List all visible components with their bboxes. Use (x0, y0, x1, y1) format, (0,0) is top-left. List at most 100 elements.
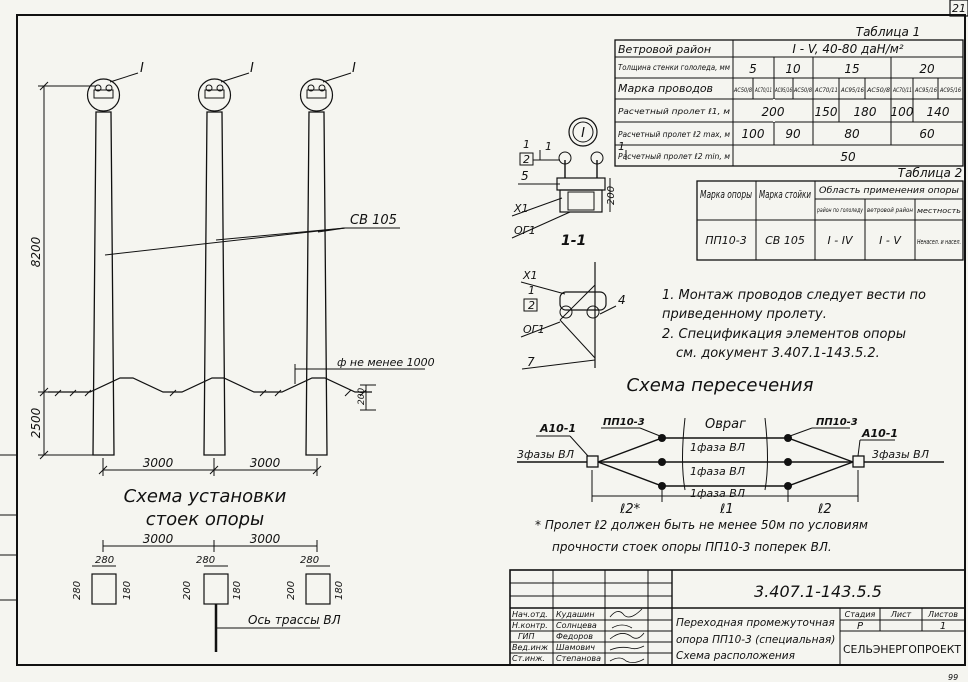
footnote-line-1: * Пролет ℓ2 должен быть не менее 50м по … (535, 518, 868, 532)
detail-mark-og1: ОГ1 (514, 224, 536, 237)
plan-span-1: 3000 (143, 532, 174, 546)
t1-row4-label: Расчетный пролет ℓ1, м (618, 107, 730, 116)
t1-row6-label: Расчетный пролет ℓ2 min, м (618, 152, 730, 161)
t2-wind-range: I - V (879, 234, 902, 247)
t1-span1-100: 100 (891, 105, 914, 119)
t1-ice-15: 15 (844, 62, 859, 76)
section-mark-x1: Х1 (522, 269, 538, 282)
plan-dim-280-c: 280 (300, 555, 319, 566)
right-pole-2 (784, 458, 792, 466)
note-2a: 2. Спецификация элементов опоры (662, 327, 906, 342)
section-mark-2: 2 (528, 299, 535, 312)
t1-wire-1: АС50/8 (733, 87, 752, 94)
pole-2 (197, 72, 250, 456)
t1-wire-6: АС95/16 (840, 87, 864, 94)
t1-row3-label: Марка проводов (618, 82, 713, 95)
t2-sub-area: местность (917, 207, 961, 215)
t1-wire-9: АС95/16 (914, 87, 937, 94)
t1-row2-label: Толщина стенки гололеда, мм (618, 63, 730, 72)
name-2: Солнцева (556, 621, 597, 630)
span-l2: ℓ2 (817, 502, 832, 517)
table-2: Таблица 2 Марка опоры Марка стойки Облас… (696, 166, 964, 261)
role-3: ГИП (518, 632, 534, 641)
sheet-number-box (949, 0, 968, 17)
route-axis-label: Ось трассы ВЛ (248, 613, 341, 627)
sheet-number: 21 (952, 2, 966, 15)
detail-mark-2: 2 (523, 153, 530, 166)
section-mark-4: 4 (618, 293, 626, 307)
ground-line (48, 377, 372, 393)
plan-dim-200-b: 200 (182, 581, 193, 600)
t1-ice-10: 10 (785, 62, 801, 76)
t1-wire-7: АС50/8 (866, 87, 890, 94)
left-pole-2 (658, 458, 666, 466)
plan-dim-200-c: 200 (286, 581, 297, 600)
t1-span2max-100: 100 (742, 127, 765, 141)
name-5: Степанова (556, 654, 601, 663)
section-mark-og1: ОГ1 (523, 323, 545, 336)
detail-dim: 200 (606, 186, 617, 205)
name-1: Кудашин (556, 610, 595, 619)
left-pole-3 (658, 482, 666, 490)
plan-dim-180-c: 180 (334, 581, 345, 600)
role-1: Нач.отд. (512, 610, 548, 619)
title-block: 3.407.1-143.5.5 Нач.отд. Н.контр. ГИП Ве… (509, 569, 966, 666)
table1-caption: Таблица 1 (856, 25, 921, 39)
sheet-head: Лист (890, 610, 912, 619)
role-4: Вед.инж (512, 643, 549, 652)
t2-pole-mark: СВ 105 (765, 234, 805, 247)
depth-label: 2500 (29, 407, 43, 438)
span-l1: ℓ1 (719, 502, 734, 517)
t1-wire-3: АС95/16 (774, 87, 792, 94)
footnote-line-2: прочности стоек опоры ПП10-3 поперек ВЛ. (552, 540, 832, 554)
t1-row1-value: I - V, 40-80 даН/м² (792, 42, 903, 56)
right-line-label: 3фазы ВЛ (872, 448, 929, 461)
right-anchor-support (852, 455, 865, 468)
document-code: 3.407.1-143.5.5 (754, 582, 882, 601)
t1-row1-label: Ветровой район (618, 43, 711, 56)
note-2b: см. документ 3.407.1-143.5.2. (676, 346, 880, 361)
installation-title-1: Схема установки (124, 486, 287, 507)
section-title: 1-1 (561, 233, 586, 249)
sheet-frame (16, 14, 966, 666)
t2-head-application: Область применения опоры (819, 186, 959, 196)
plan-dim-280-side: 280 (72, 581, 83, 600)
organization-name: СЕЛЬЭНЕРГОПРОЕКТ (843, 643, 962, 656)
t1-span2max-60: 60 (919, 127, 935, 141)
t2-sub-ice: район по гололеду (816, 207, 863, 214)
name-3: Федоров (556, 632, 593, 641)
table2-caption: Таблица 2 (898, 166, 963, 180)
t1-wire-4: АС50/8 (793, 87, 812, 94)
role-2: Н.контр. (512, 621, 548, 630)
right-pole-3 (784, 482, 792, 490)
base-label: 200 (357, 388, 367, 405)
notes: 1. Монтаж проводов следует вести по прив… (662, 288, 926, 361)
t1-row5-label: Расчетный пролет ℓ2 max, м (618, 130, 730, 139)
callout-2: I (250, 61, 254, 76)
sheets-value: 1 (940, 621, 946, 632)
pole-3 (299, 72, 352, 456)
right-anchor-label: А10-1 (861, 427, 898, 440)
t1-span1-150: 150 (815, 105, 838, 119)
installation-title-2: стоек опоры (146, 509, 265, 530)
left-anchor-label: А10-1 (539, 422, 576, 435)
title-desc-2: опора ПП10-3 (специальная) (676, 634, 835, 646)
detail-callout: I (581, 126, 585, 141)
pole-leader-1 (104, 227, 346, 256)
stage-value: Р (857, 621, 864, 632)
t2-sub-wind: ветровой район (867, 207, 913, 214)
t1-span2max-90: 90 (785, 127, 801, 141)
t1-wire-2: АС70/11 (754, 87, 772, 94)
detail-mark-5: 5 (521, 169, 529, 183)
t2-head-pole: Марка стойки (759, 188, 811, 201)
crossing-scheme: Схема пересечения А10-1 А10-1 ПП10-3 ПП1… (517, 375, 944, 517)
plan-view: 3000 3000 280 280 280 280 200 200 180 18… (72, 532, 345, 652)
t1-wire-5: АС70/11 (814, 87, 838, 94)
ground-hatch (54, 389, 367, 397)
installation-diagram: I I I 8200 2500 3000 3000 СВ 105 ф не ме… (29, 61, 435, 530)
diameter-label: ф не менее 1000 (337, 356, 435, 369)
name-4: Шамович (556, 643, 595, 652)
t1-span1-180: 180 (854, 105, 877, 119)
title-desc-1: Переходная промежуточная (676, 617, 835, 629)
